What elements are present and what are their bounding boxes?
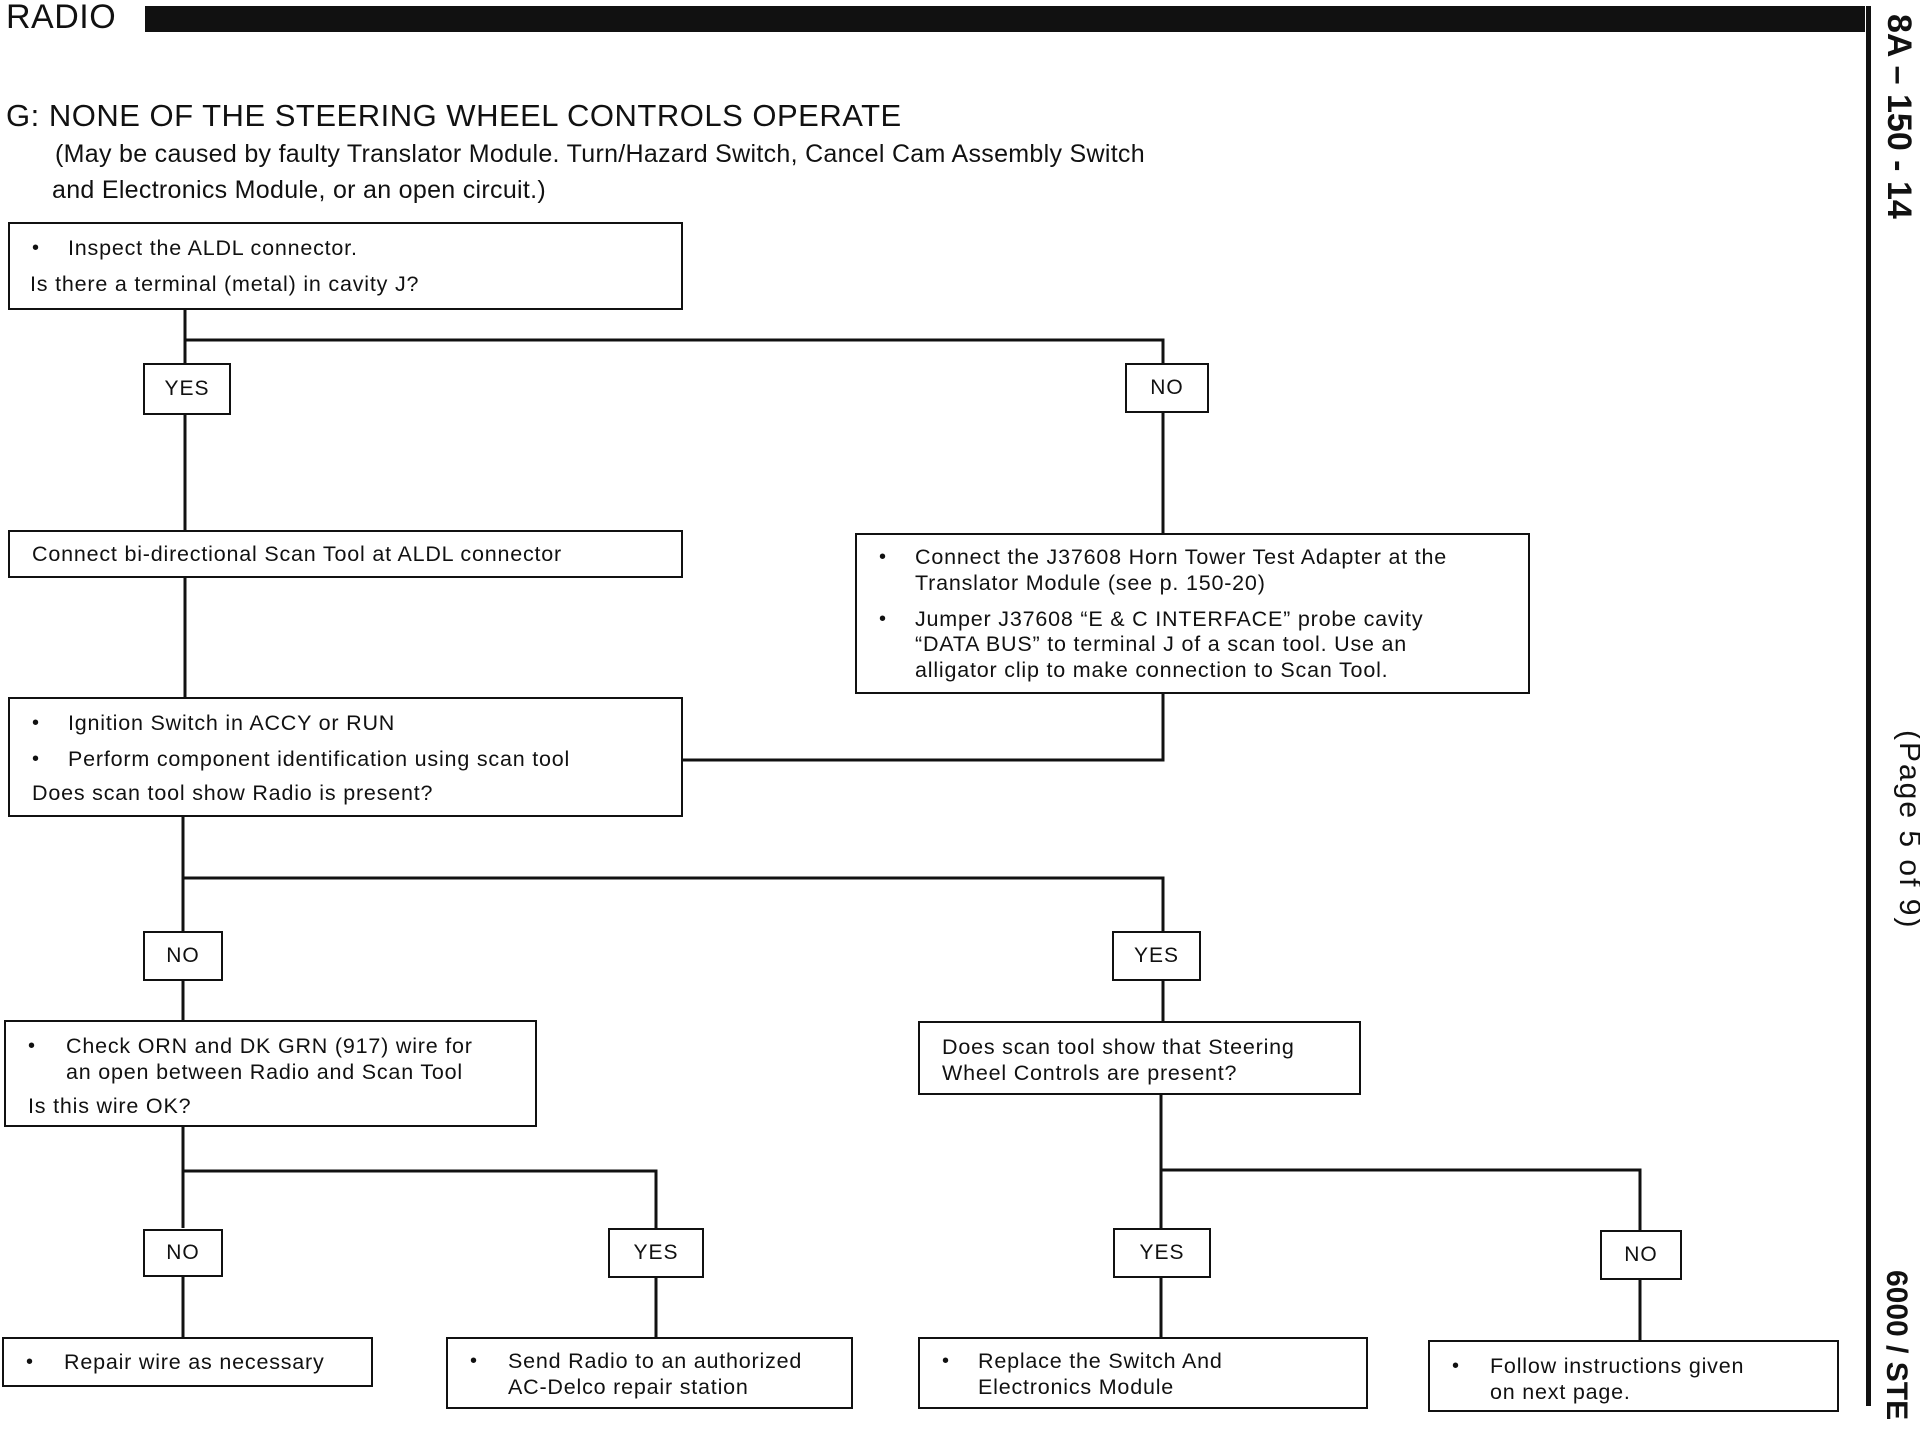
bullet: •: [879, 546, 887, 568]
page-header-title: RADIO: [6, 0, 117, 36]
bullet: •: [28, 1035, 36, 1057]
step-steering-controls-present: Does scan tool show that Steering Wheel …: [918, 1021, 1361, 1095]
action-text: AC-Delco repair station: [508, 1374, 749, 1399]
action-text: Electronics Module: [978, 1374, 1175, 1399]
step-ignition-component-id: • Ignition Switch in ACCY or RUN • Perform…: [8, 697, 683, 817]
right-margin-rule: [1866, 6, 1871, 1406]
step-text: Connect bi-directional Scan Tool at ALDL…: [32, 542, 563, 566]
step-text: Inspect the ALDL connector.: [68, 236, 358, 260]
step-question: Wheel Controls are present?: [942, 1060, 1238, 1085]
section-heading: G: NONE OF THE STEERING WHEEL CONTROLS O…: [6, 98, 902, 133]
bullet: •: [942, 1350, 950, 1372]
branch-yes-label: YES: [1113, 1228, 1211, 1278]
branch-yes-label: YES: [143, 363, 231, 415]
step-text: Translator Module (see p. 150-20): [915, 570, 1266, 595]
branch-no-label: NO: [143, 1229, 223, 1277]
branch-no-label: NO: [143, 931, 223, 981]
bullet: •: [32, 237, 40, 259]
section-subtitle-line2: and Electronics Module, or an open circu…: [52, 176, 546, 204]
action-text: Follow instructions given: [1490, 1354, 1745, 1378]
step-question: Is this wire OK?: [28, 1093, 192, 1118]
bullet: •: [32, 747, 40, 770]
step-text: Ignition Switch in ACCY or RUN: [68, 711, 396, 735]
side-page-indicator: (Page 5 of 9): [1893, 730, 1920, 930]
action-text: Repair wire as necessary: [64, 1350, 325, 1374]
action-text: Replace the Switch And: [978, 1349, 1223, 1373]
bullet: •: [470, 1350, 478, 1372]
side-section-code: 8A – 150 - 14: [1880, 14, 1918, 219]
step-horn-tower-adapter: • Connect the J37608 Horn Tower Test Adap…: [855, 533, 1530, 694]
step-question: Does scan tool show that Steering: [942, 1035, 1295, 1059]
branch-yes-label: YES: [608, 1228, 704, 1278]
action-text: on next page.: [1490, 1379, 1631, 1404]
branch-yes-label: YES: [1112, 931, 1201, 981]
step-question: Is there a terminal (metal) in cavity J?: [30, 271, 420, 296]
bullet: •: [1452, 1355, 1460, 1377]
step-text: “DATA BUS” to terminal J of a scan tool.…: [915, 632, 1408, 657]
bullet: •: [26, 1351, 34, 1373]
section-subtitle-line1: (May be caused by faulty Translator Modu…: [55, 140, 1145, 168]
step-text: Connect the J37608 Horn Tower Test Adapt…: [915, 545, 1448, 569]
step-text: Check ORN and DK GRN (917) wire for: [66, 1034, 473, 1058]
step-inspect-aldl: • Inspect the ALDL connector. Is there a …: [8, 222, 683, 310]
branch-no-label: NO: [1125, 363, 1209, 413]
bullet: •: [32, 712, 40, 734]
step-connect-scan-tool: Connect bi-directional Scan Tool at ALDL…: [8, 530, 683, 578]
step-text: an open between Radio and Scan Tool: [66, 1059, 463, 1084]
bullet: •: [879, 607, 887, 630]
branch-no-label: NO: [1600, 1230, 1682, 1280]
side-model-label: 6000 / STE: [1880, 1270, 1913, 1421]
step-text: Perform component identification using s…: [68, 746, 571, 771]
action-repair-wire: • Repair wire as necessary: [2, 1337, 373, 1387]
step-text: alligator clip to make connection to Sca…: [915, 658, 1389, 683]
step-text: Jumper J37608 “E & C INTERFACE” probe ca…: [915, 606, 1424, 631]
action-text: Send Radio to an authorized: [508, 1349, 803, 1373]
header-rule: [145, 6, 1865, 32]
step-question: Does scan tool show Radio is present?: [32, 780, 434, 805]
